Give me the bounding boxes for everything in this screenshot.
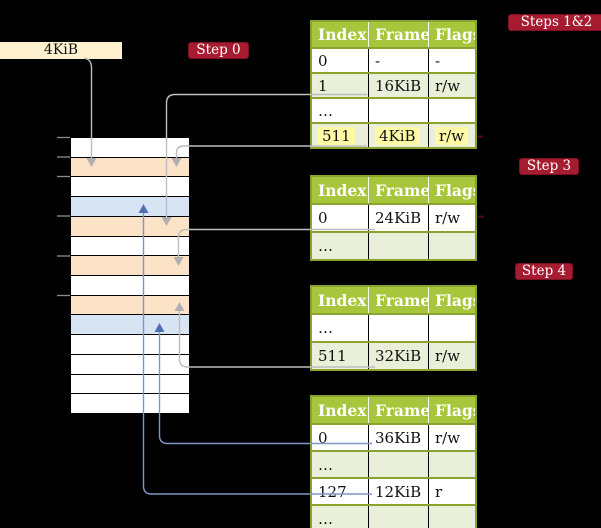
cell-frame: 24KiB xyxy=(368,205,428,231)
cell-index: 511 xyxy=(312,124,368,147)
header-frame: Frame xyxy=(368,287,428,313)
cell-frame xyxy=(368,315,428,341)
cell-index: … xyxy=(318,319,333,337)
highlighted-value: r/w xyxy=(435,126,469,145)
cell-frame: - xyxy=(368,49,428,72)
cell-frame: 32KiB xyxy=(368,343,428,369)
steps-1-2-badge: Steps 1&2 xyxy=(508,14,601,31)
cell-flags: r/w xyxy=(428,124,475,147)
cell-flags xyxy=(428,506,475,528)
header-index: Index xyxy=(318,25,367,44)
memory-frame-free xyxy=(71,353,189,374)
table-row: 0 -- xyxy=(312,47,475,72)
memory-frame-free xyxy=(71,373,189,394)
cell-flags xyxy=(428,452,475,477)
memory-frame-free xyxy=(71,334,189,354)
cell-index: 0 xyxy=(318,51,328,70)
header-index: Index xyxy=(318,290,367,310)
cell-frame xyxy=(368,506,428,528)
cell-index: 0 xyxy=(318,428,328,447)
cell-frame: 16KiB xyxy=(368,74,428,97)
header-frame: Frame xyxy=(368,22,428,47)
cell-flags xyxy=(428,315,475,341)
memory-frame-free xyxy=(71,138,189,157)
table-row: … xyxy=(312,97,475,122)
cell-frame: 4KiB xyxy=(368,124,428,147)
cell-index: … xyxy=(318,237,333,255)
header-index: Index xyxy=(318,180,367,200)
table-header-row: IndexFrameFlags xyxy=(312,177,475,203)
cell-index: 511 xyxy=(318,347,347,365)
cell-index: … xyxy=(318,455,333,474)
cell-flags xyxy=(428,233,475,259)
cell-flags: r/w xyxy=(428,74,475,97)
page-table-level-step3: IndexFrameFlags 0 24KiBr/w … xyxy=(310,175,477,261)
cell-index: … xyxy=(318,101,333,120)
memory-frame-free xyxy=(71,393,189,414)
cell-flags: - xyxy=(428,49,475,72)
page-size-label: 4KiB xyxy=(0,42,122,59)
memory-frame-page-table xyxy=(71,215,189,236)
row-marker-dash xyxy=(477,135,483,138)
cell-flags: r xyxy=(428,479,475,504)
header-frame: Frame xyxy=(368,177,428,203)
header-frame: Frame xyxy=(368,397,428,423)
highlighted-value: 4KiB xyxy=(375,126,420,145)
cell-frame xyxy=(368,452,428,477)
cell-frame xyxy=(368,233,428,259)
cell-flags: r/w xyxy=(428,425,475,450)
table-row: … xyxy=(312,504,475,528)
header-flags: Flags xyxy=(428,397,475,423)
cell-frame xyxy=(368,99,428,122)
memory-frame-mapped-page xyxy=(71,196,189,216)
header-flags: Flags xyxy=(428,177,475,203)
cell-index: … xyxy=(318,509,333,528)
memory-frame-free xyxy=(71,275,189,295)
step3-badge: Step 3 xyxy=(519,158,579,175)
table-header-row: IndexFrameFlags xyxy=(312,22,475,47)
table-header-row: IndexFrameFlags xyxy=(312,287,475,313)
highlighted-value: 511 xyxy=(318,126,355,145)
cell-index: 1 xyxy=(318,76,328,95)
cell-index: 127 xyxy=(318,482,347,501)
memory-frame-page-table xyxy=(71,255,189,276)
memory-frame-free xyxy=(71,235,189,256)
cell-index: 0 xyxy=(318,209,328,227)
header-index: Index xyxy=(318,400,367,420)
step0-badge: Step 0 xyxy=(188,42,249,59)
table-row: 511 4KiB r/w xyxy=(312,122,475,147)
physical-memory-column xyxy=(70,137,190,414)
table-header-row: IndexFrameFlags xyxy=(312,397,475,423)
cell-flags: r/w xyxy=(428,343,475,369)
memory-frame-free xyxy=(71,176,189,197)
table-row: … xyxy=(312,450,475,477)
cell-frame: 12KiB xyxy=(368,479,428,504)
header-flags: Flags xyxy=(428,287,475,313)
memory-frame-page-table xyxy=(71,156,189,177)
table-row: … xyxy=(312,313,475,341)
cell-frame: 36KiB xyxy=(368,425,428,450)
memory-frame-mapped-page xyxy=(71,314,189,335)
memory-frame-page-table xyxy=(71,294,189,315)
table-row: … xyxy=(312,231,475,259)
cell-flags: r/w xyxy=(428,205,475,231)
header-flags: Flags xyxy=(428,22,475,47)
step4-badge: Step 4 xyxy=(515,263,573,280)
row-marker-dash xyxy=(478,215,484,218)
cell-flags xyxy=(428,99,475,122)
